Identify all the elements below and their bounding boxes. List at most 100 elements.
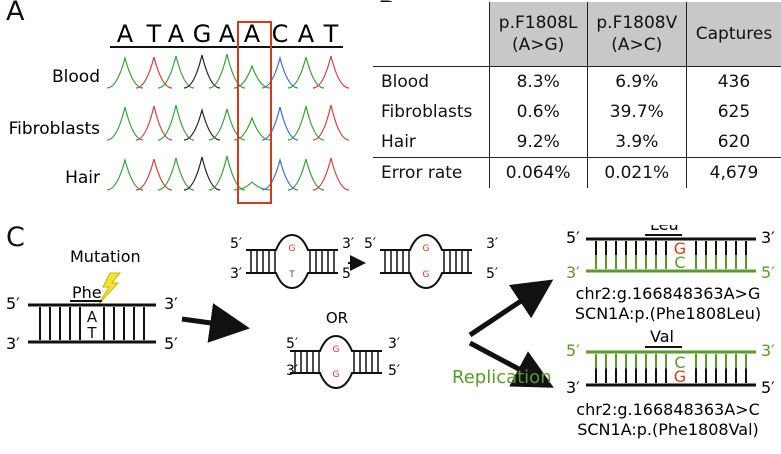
- trace-peak: [287, 105, 325, 141]
- five-prime-label: 5′: [342, 266, 354, 282]
- trace-peak: [135, 156, 173, 191]
- leu-duplex: Leu 5′ 3′ G C 3′ 5′ chr2:g.166848363A>G …: [566, 225, 775, 323]
- val-duplex: Val 5′ 3′ C G 3′ 5′ chr2:g.166848363A>C …: [566, 327, 775, 439]
- table-cell: 6.9%: [586, 66, 687, 97]
- three-prime-label: 3′: [388, 336, 400, 352]
- hgvs-genomic-val: chr2:g.166848363A>C: [576, 400, 759, 419]
- lightning-bolt-icon: [97, 272, 122, 306]
- arrow-to-leu: [468, 279, 554, 338]
- trace-peak: [135, 105, 173, 141]
- panel-label-c: C: [6, 222, 25, 253]
- three-prime-label: 3′: [230, 266, 242, 282]
- base-g: G: [333, 345, 340, 355]
- five-prime-label: 5′: [6, 294, 20, 313]
- trace-peak: [287, 156, 325, 191]
- five-prime-label: 5′: [388, 363, 400, 379]
- base-c: C: [674, 253, 685, 272]
- trace-peak: [312, 55, 350, 89]
- original-duplex: Mutation Phe 5′ 3′ A T 3′ 5′: [6, 247, 178, 353]
- five-prime-label: 5′: [761, 263, 775, 282]
- base-8: A: [298, 20, 315, 48]
- row-label: Blood: [373, 66, 490, 97]
- base-g: G: [333, 370, 340, 380]
- frequency-table: p.F1808L(A>G) p.F1808V(A>C) Captures Blo…: [373, 2, 781, 188]
- base-6: A: [244, 20, 261, 48]
- trace-peak: [312, 104, 350, 141]
- mismatch-bubble-gg: 5′ G G 3′ 5′: [364, 233, 498, 290]
- col-header-f1808l: p.F1808L(A>G): [488, 2, 588, 67]
- table-cell: 0.064%: [488, 157, 588, 188]
- three-prime-label: 3′: [566, 263, 580, 282]
- trace-peak: [287, 54, 325, 89]
- trace-peak: [261, 157, 299, 191]
- table-cell: 625: [685, 97, 781, 127]
- trace-peak: [208, 53, 246, 89]
- hgvs-genomic-leu: chr2:g.166848363A>G: [576, 284, 761, 303]
- table-cell: 620: [685, 127, 781, 158]
- table-cell: 8.3%: [488, 66, 588, 97]
- three-prime-label: 3′: [566, 378, 580, 397]
- mismatch-bubble-gt: 5′ 3′ G T 3′ 5′: [230, 233, 354, 290]
- row-label-hair: Hair: [65, 168, 100, 188]
- trace-peak: [312, 157, 350, 191]
- base-5: A: [219, 20, 236, 48]
- table-cell: 4,679: [685, 157, 781, 188]
- five-prime-label: 5′: [566, 341, 580, 360]
- table-cell: 0.021%: [586, 157, 687, 188]
- table-cell: 9.2%: [488, 127, 588, 158]
- base-g: G: [423, 244, 430, 254]
- chromatogram-traces: [106, 53, 350, 191]
- base-2: T: [146, 20, 162, 48]
- base-4: G: [193, 20, 212, 48]
- trace-peak: [233, 181, 271, 191]
- five-prime-label: 5′: [164, 334, 178, 353]
- three-prime-label: 3′: [286, 363, 298, 379]
- table-cell: 0.6%: [488, 97, 588, 127]
- replication-label: Replication: [452, 367, 552, 388]
- three-prime-label: 3′: [761, 341, 775, 360]
- five-prime-label: 5′: [364, 236, 376, 252]
- base-7: C: [272, 20, 289, 48]
- base-t: T: [288, 270, 295, 280]
- phe-label: Phe: [72, 283, 102, 302]
- trace-peak: [106, 55, 144, 89]
- hgvs-protein-val: SCN1A:p.(Phe1808Val): [577, 420, 759, 439]
- base-g: G: [674, 239, 686, 258]
- trace-peak: [183, 156, 221, 191]
- mutation-diagram: Mutation Phe 5′ 3′ A T 3′ 5′ 5′ 3′ G T 3…: [6, 225, 775, 439]
- trace-peak: [261, 55, 299, 89]
- row-label-blood: Blood: [52, 67, 100, 87]
- trace-peak: [208, 155, 246, 191]
- row-label-fibroblasts: Fibroblasts: [9, 119, 101, 139]
- base-t: T: [86, 324, 97, 342]
- arrow-to-mismatch: [181, 303, 250, 343]
- three-prime-label: 3′: [761, 228, 775, 247]
- table-cell: 3.9%: [586, 127, 687, 158]
- mutation-label: Mutation: [70, 247, 141, 266]
- panel-label-a: A: [6, 0, 25, 27]
- five-prime-label: 5′: [230, 236, 242, 252]
- five-prime-label: 5′: [486, 266, 498, 282]
- row-label: Error rate: [373, 157, 490, 188]
- trace-peak: [157, 55, 195, 89]
- five-prime-label: 5′: [566, 228, 580, 247]
- base-9: T: [323, 20, 339, 48]
- trace-peak: [233, 116, 271, 141]
- val-label: Val: [650, 327, 674, 346]
- trace-peak: [233, 64, 271, 89]
- five-prime-label: 5′: [286, 336, 298, 352]
- chromatogram: A T A G A A C A T Blood Fibroblasts Hair: [9, 20, 350, 204]
- base-1: A: [117, 20, 134, 48]
- trace-peak: [183, 54, 221, 89]
- base-3: A: [168, 20, 185, 48]
- table-cell: 39.7%: [586, 97, 687, 127]
- three-prime-label: 3′: [164, 294, 178, 313]
- or-label: OR: [326, 309, 348, 327]
- five-prime-label: 5′: [761, 378, 775, 397]
- trace-peak: [106, 106, 144, 141]
- table-cell: 436: [685, 66, 781, 97]
- leu-label: Leu: [650, 225, 679, 234]
- trace-peak: [157, 157, 195, 191]
- col-header-f1808v: p.F1808V(A>C): [586, 2, 687, 67]
- base-g: G: [289, 244, 296, 254]
